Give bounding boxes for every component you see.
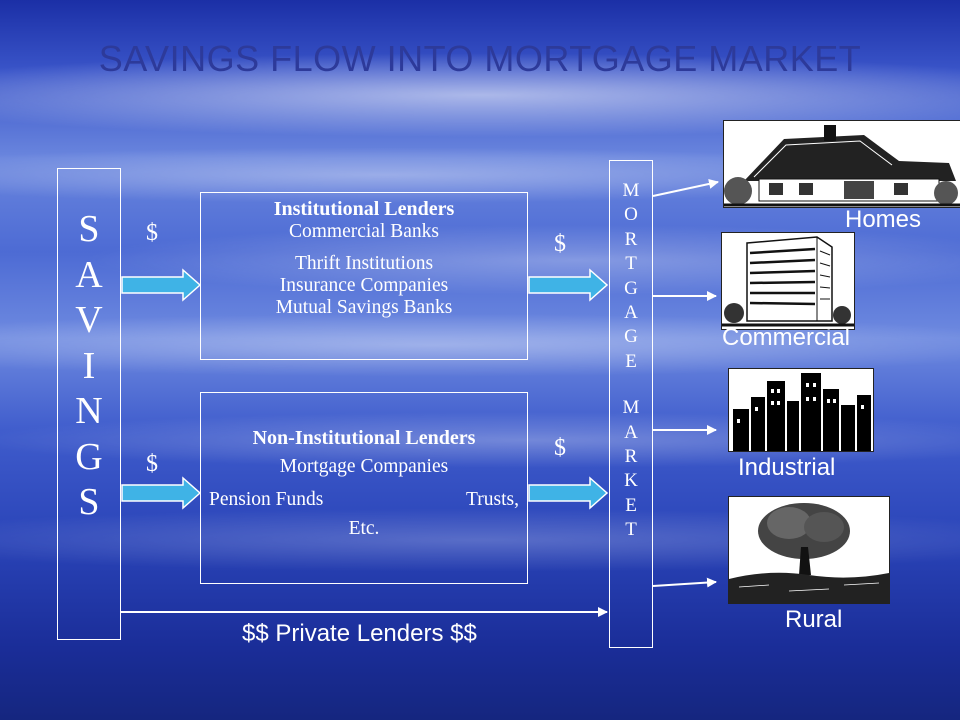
- homes-arrow: [652, 179, 719, 197]
- mortgage-letter: T: [625, 253, 637, 275]
- market-letter: R: [624, 446, 638, 468]
- mortgage-letter: E: [625, 350, 637, 372]
- savings-box: S A V I N G S: [57, 168, 121, 640]
- rural-label: Rural: [785, 606, 843, 633]
- block-arrow: [121, 268, 202, 302]
- block-arrow: [528, 268, 609, 302]
- dollar-label: $: [554, 435, 566, 461]
- industrial-image: [728, 368, 874, 452]
- non-institutional-heading: Non-Institutional Lenders: [252, 427, 476, 449]
- mortgage-letters: M O R T G A G E: [610, 161, 652, 374]
- savings-letter: N: [75, 390, 103, 432]
- mortgage-letter: O: [624, 204, 638, 226]
- homes-label: Homes: [845, 206, 922, 233]
- block-arrow: [528, 476, 609, 510]
- non-institutional-line: Etc.: [348, 518, 380, 539]
- industrial-label: Industrial: [738, 454, 836, 481]
- slide-title: SAVINGS FLOW INTO MORTGAGE MARKET: [98, 38, 862, 79]
- non-institutional-lenders-box: Non-Institutional Lenders Mortgage Compa…: [200, 392, 528, 584]
- market-letter: T: [625, 519, 637, 541]
- mortgage-market-box: M O R T G A G E M A R K E T: [609, 160, 653, 648]
- savings-letter: G: [75, 435, 103, 478]
- market-letter: M: [622, 397, 640, 419]
- mortgage-letter: G: [624, 277, 638, 299]
- market-letters: M A R K E T: [610, 374, 652, 542]
- mortgage-letter: R: [624, 228, 638, 250]
- institutional-heading: Institutional Lenders: [273, 198, 455, 220]
- non-institutional-line: Trusts,: [466, 489, 519, 510]
- institutional-line: Commercial Banks: [288, 221, 439, 242]
- rural-arrow: [652, 577, 717, 588]
- rural-image: [728, 496, 890, 604]
- dollar-label: $: [146, 451, 158, 477]
- homes-image: [723, 120, 960, 208]
- savings-letter: A: [75, 253, 103, 296]
- mortgage-letter: G: [624, 326, 638, 348]
- savings-letters: S A V I N G S: [58, 169, 120, 526]
- institutional-lenders-box: Institutional Lenders Commercial Banks T…: [200, 192, 528, 360]
- dollar-label: $: [146, 220, 158, 246]
- savings-letter: I: [82, 344, 96, 387]
- dollar-label: $: [554, 231, 566, 257]
- commercial-label: Commercial: [722, 324, 851, 351]
- non-institutional-line: Pension Funds: [209, 489, 324, 510]
- mortgage-letter: A: [624, 302, 638, 324]
- market-letter: A: [624, 421, 638, 443]
- commercial-image: [721, 232, 855, 330]
- mortgage-letter: M: [622, 180, 640, 201]
- market-letter: K: [624, 470, 638, 492]
- private-lenders-label: $$ Private Lenders $$: [242, 620, 477, 647]
- savings-letter: S: [78, 481, 100, 523]
- savings-letter: S: [78, 208, 100, 250]
- non-institutional-line: Mortgage Companies: [279, 456, 449, 477]
- institutional-line: Mutual Savings Banks: [275, 297, 453, 318]
- savings-letter: V: [75, 299, 103, 341]
- block-arrow: [121, 476, 202, 510]
- market-letter: E: [625, 494, 637, 516]
- institutional-line: Thrift Institutions: [294, 253, 434, 274]
- institutional-line: Insurance Companies: [279, 275, 449, 296]
